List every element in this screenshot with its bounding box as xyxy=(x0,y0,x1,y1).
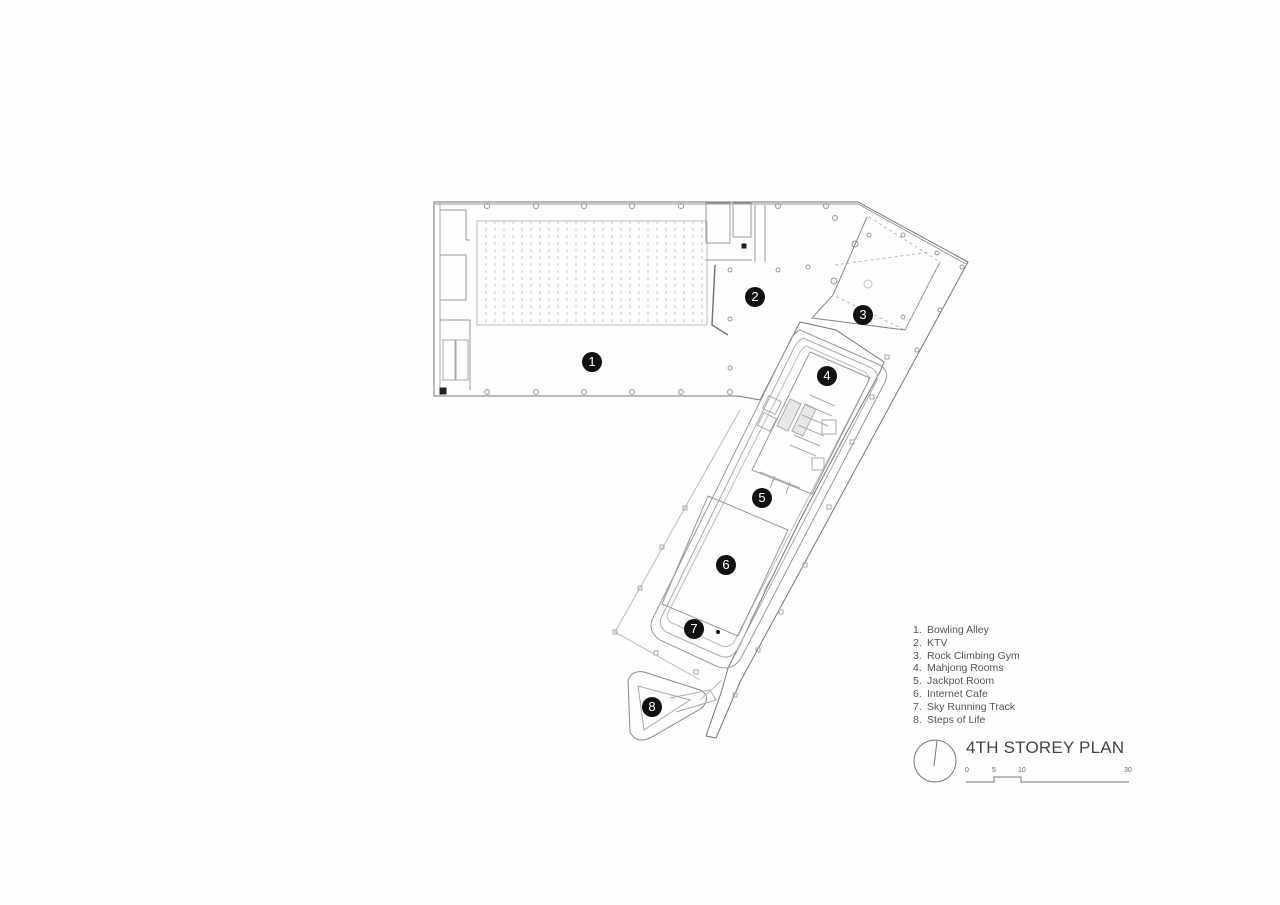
bowling-lanes xyxy=(476,220,708,326)
room-tag-4: 4 xyxy=(817,366,837,386)
room-tag-8: 8 xyxy=(642,697,662,717)
scale-label-5: 5 xyxy=(992,767,996,774)
room-tag-6: 6 xyxy=(716,555,736,575)
building-outline xyxy=(433,201,969,739)
legend-item: 8.Steps of Life xyxy=(913,713,986,726)
legend-item: 4.Mahjong Rooms xyxy=(913,662,1004,675)
internet-cafe-room xyxy=(661,495,789,637)
legend-item: 1.Bowling Alley xyxy=(913,624,989,636)
room-tag-5: 5 xyxy=(752,488,772,508)
room-tag-1: 1 xyxy=(582,352,602,372)
plan-title: 4TH STOREY PLAN xyxy=(966,738,1125,757)
scale-bar xyxy=(966,776,1129,783)
scale-label-0: 0 xyxy=(965,767,969,774)
legend-item: 6.Internet Cafe xyxy=(913,687,988,700)
room-tag-2: 2 xyxy=(745,287,765,307)
scale-label-30: 30 xyxy=(1124,767,1132,774)
legend: 1.Bowling Alley 2.KTV 3.Rock Climbing Gy… xyxy=(913,624,1020,726)
room-tag-3: 3 xyxy=(853,305,873,325)
steps-of-life xyxy=(627,671,707,741)
running-track xyxy=(650,329,888,669)
north-arrow-icon xyxy=(913,739,957,783)
legend-item: 7.Sky Running Track xyxy=(913,700,1016,713)
room-tag-7: 7 xyxy=(684,619,704,639)
scale-label-10: 10 xyxy=(1018,767,1026,774)
legend-item: 2.KTV xyxy=(913,636,948,649)
legend-item: 5.Jackpot Room xyxy=(913,675,995,688)
legend-item: 3.Rock Climbing Gym xyxy=(913,649,1020,662)
